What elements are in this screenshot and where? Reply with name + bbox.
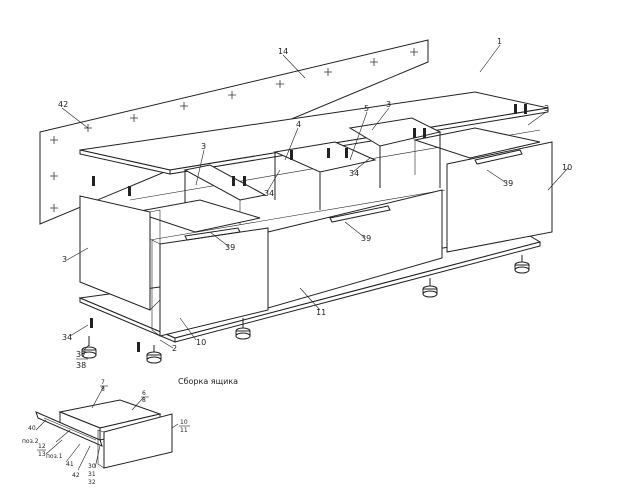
detail-label: 40 (28, 425, 36, 432)
part-label: 39 (361, 234, 371, 243)
part-labels: 1 14 42 3 3 5 4 3 34 34 3 39 39 39 10 10… (58, 37, 572, 370)
detail-label: 42 (72, 472, 80, 479)
carcass-body (129, 117, 541, 241)
right-drawer-front (446, 141, 553, 253)
part-label: 38 (76, 361, 86, 370)
detail-label: 10 (180, 419, 188, 426)
foot (235, 318, 251, 340)
detail-label: 30 (88, 463, 96, 470)
detail-label: 31 (88, 471, 96, 478)
detail-label: 12 (38, 443, 46, 450)
left-drawer-front (151, 227, 269, 337)
foot (514, 255, 530, 274)
detail-label: 8 (142, 397, 146, 404)
part-label: 39 (503, 179, 513, 188)
part-label: 1 (497, 37, 502, 46)
part-label: 3 (386, 100, 391, 109)
part-label: 4 (296, 120, 301, 129)
part-label: 10 (562, 163, 572, 172)
detail-label: 8 (101, 386, 105, 393)
detail-label: поз.1 (46, 453, 63, 460)
part-label: 34 (349, 169, 359, 178)
part-label: 14 (278, 47, 288, 56)
foot (81, 336, 97, 359)
part-label: 5 (364, 104, 369, 113)
left-side-panel (79, 195, 161, 311)
part-label: 11 (316, 308, 326, 317)
foot (146, 345, 162, 364)
part-label: 42 (58, 100, 68, 109)
leader-lines (61, 44, 569, 351)
detail-label: 32 (88, 479, 96, 486)
detail-label: 11 (180, 427, 188, 434)
foot (422, 278, 438, 298)
detail-label: 13 (38, 451, 46, 458)
back-panel-cross-marks (50, 48, 418, 212)
drawer-assembly-detail: Сборка ящика 7 8 6 8 10 11 40 поз.2 12 (22, 377, 238, 486)
part-label: 10 (196, 338, 206, 347)
part-label: 34 (264, 189, 274, 198)
part-label: 39 (225, 243, 235, 252)
part-label: 37 (76, 350, 86, 359)
detail-label: 6 (142, 390, 146, 397)
part-label: 3 (201, 142, 206, 151)
detail-label: 7 (101, 379, 105, 386)
part-label: 34 (62, 333, 72, 342)
part-label: 3 (62, 255, 67, 264)
detail-label: 41 (66, 461, 74, 468)
detail-caption: Сборка ящика (178, 377, 238, 386)
detail-label: поз.2 (22, 438, 39, 445)
part-label: 2 (172, 344, 177, 353)
feet (81, 255, 530, 364)
top-panel (79, 91, 549, 175)
dowels (90, 104, 527, 352)
part-label: 3 (544, 104, 549, 113)
